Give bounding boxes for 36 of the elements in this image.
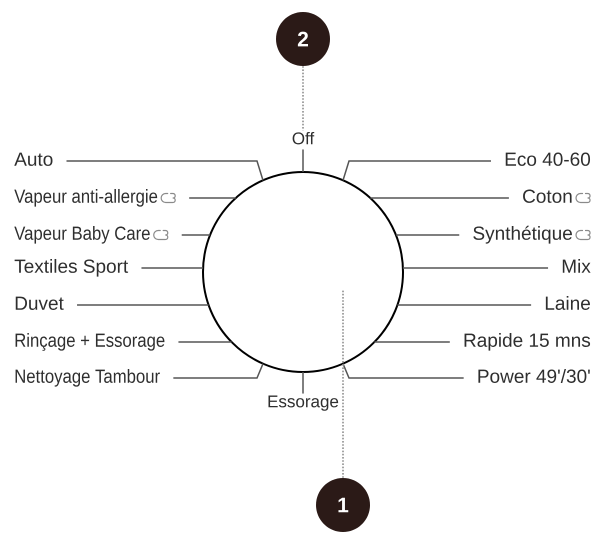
leader-line [402,267,548,269]
dial [202,171,404,373]
callout-number: 2 [276,12,330,66]
leader-line [182,234,210,236]
leader-line [141,267,204,269]
program-label: Auto [14,152,52,166]
leader-line [178,341,232,343]
leader-line [397,304,532,306]
callout-number: 1 [316,478,370,532]
program-label: Textiles Sport [14,258,128,277]
program-label: Off [292,132,314,144]
leader-line [374,341,450,343]
program-label: Essorage [268,396,338,411]
leader-line [189,197,236,199]
program-label: Nettoyage Tambour [16,368,160,387]
program-label: Vapeur Baby Care [14,226,150,244]
program-label: Laine [546,296,590,310]
leader-line [77,304,209,306]
leader-line [342,160,491,181]
program-label: Coton [523,189,572,203]
program-label: Rapide 15 mns [464,332,590,351]
leader-line [302,372,304,394]
leader-line [342,363,464,379]
leader-line [302,66,304,131]
leader-line [302,149,304,172]
program-label: Synthétique [473,226,572,244]
leader-line [173,363,264,379]
leader-line [66,160,264,181]
program-label: Power 49'/30' [478,368,590,383]
program-label: Duvet [16,296,64,310]
leader-line [370,197,509,199]
program-label: Mix [562,258,591,273]
program-label: Vapeur anti-allergie [14,188,158,207]
program-label: Rinçage + Essorage [16,332,164,351]
leader-line [396,234,460,236]
program-label: Eco 40-60 [506,152,590,166]
